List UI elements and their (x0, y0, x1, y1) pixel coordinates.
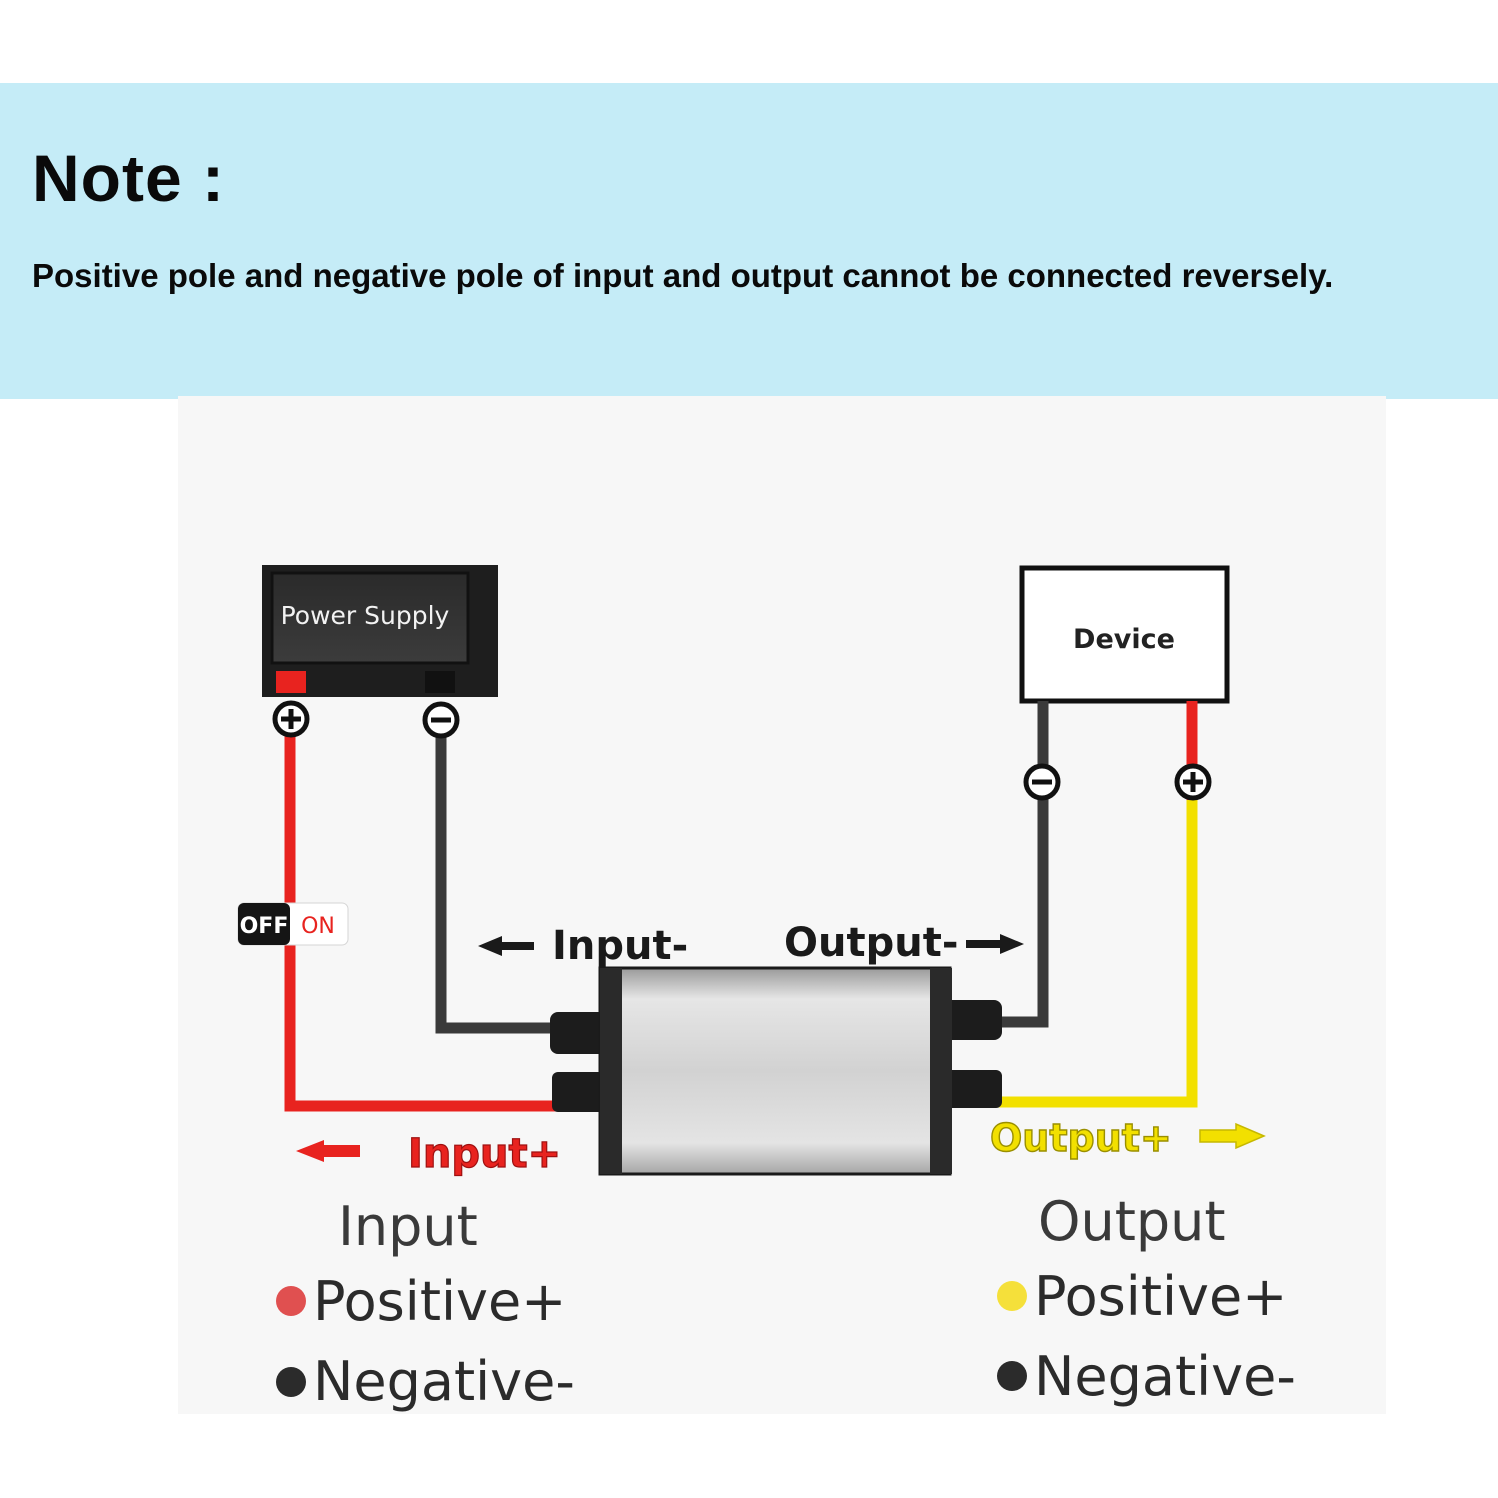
plus-icon (272, 700, 310, 738)
switch-off-label: OFF (240, 914, 289, 939)
note-text: Positive pole and negative pole of input… (32, 257, 1334, 294)
plus-icon (1174, 763, 1212, 801)
power-supply-label: Power Supply (281, 601, 450, 630)
power-supply-positive-terminal (276, 671, 306, 693)
converter-module (550, 966, 1002, 1176)
power-supply-negative-terminal (425, 671, 455, 693)
input-negative-label: Input- (552, 923, 688, 969)
arrow-right-icon (1199, 1122, 1266, 1150)
black-dot-icon (276, 1367, 306, 1397)
arrow-left-icon (478, 936, 534, 956)
output-legend-positive: Positive+ (1034, 1265, 1287, 1328)
minus-icon (1023, 763, 1061, 801)
output-negative-label: Output- (784, 920, 958, 966)
yellow-dot-icon (997, 1281, 1027, 1311)
output-legend-negative: Negative- (1034, 1345, 1296, 1408)
arrow-right-icon (966, 934, 1024, 954)
note-banner (0, 83, 1498, 399)
switch-on-label: ON (301, 914, 335, 939)
input-positive-wire (284, 735, 590, 1112)
red-dot-icon (276, 1286, 306, 1316)
input-legend-positive: Positive+ (313, 1270, 566, 1333)
input-legend: Input Positive+ Negative- (276, 1195, 575, 1413)
input-legend-negative: Negative- (313, 1350, 575, 1413)
input-positive-label: Input+ (408, 1131, 561, 1177)
output-legend: Output Positive+ Negative- (997, 1190, 1296, 1408)
device: Device (1019, 565, 1230, 704)
output-legend-heading: Output (1038, 1190, 1226, 1253)
input-legend-heading: Input (338, 1195, 478, 1258)
note-title: Note : (32, 141, 225, 215)
output-positive-wire (975, 701, 1198, 1108)
output-positive-label: Output+ (990, 1116, 1172, 1160)
output-negative-wire (990, 701, 1049, 1028)
device-label: Device (1073, 624, 1175, 655)
minus-icon (422, 701, 460, 739)
input-negative-wire (435, 735, 570, 1034)
power-supply: Power Supply (262, 565, 498, 697)
black-dot-icon (997, 1361, 1027, 1391)
on-off-switch: OFF ON (237, 902, 349, 946)
arrow-left-icon (296, 1140, 360, 1162)
